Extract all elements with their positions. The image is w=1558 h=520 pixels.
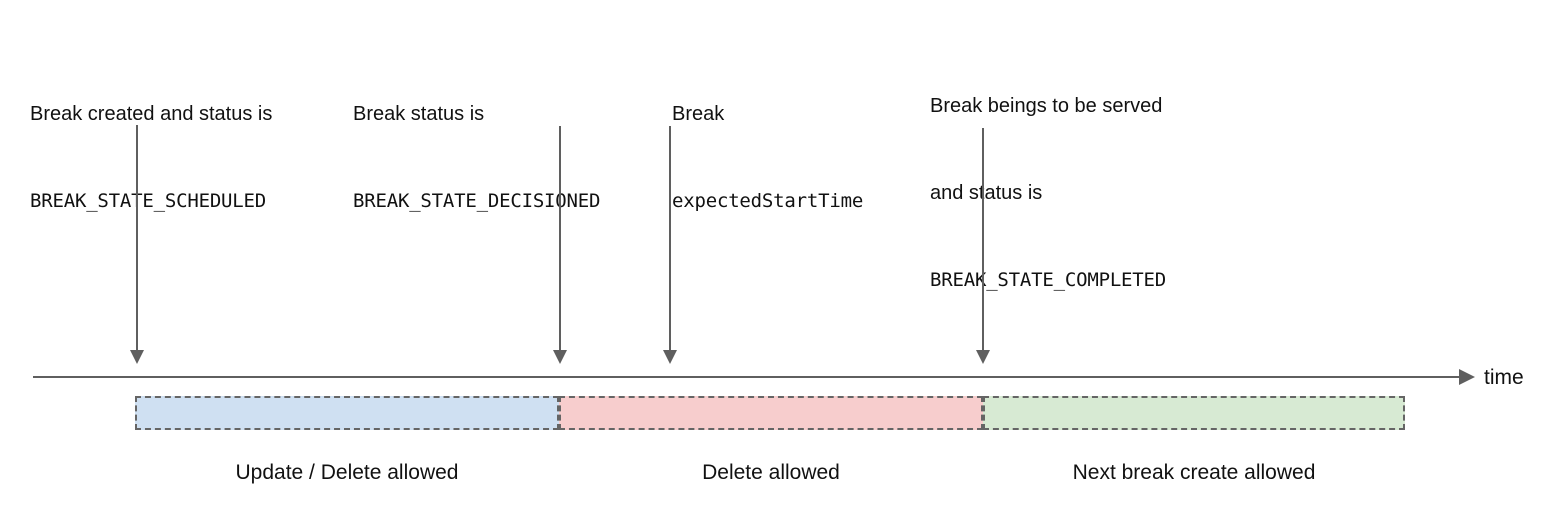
arrow-shaft <box>136 125 138 350</box>
event-annotation-line-2: BREAK_STATE_SCHEDULED <box>30 190 267 212</box>
timeline-arrow-right-icon <box>1459 369 1475 385</box>
event-marker-arrow-break-expected-start <box>663 126 677 364</box>
event-annotation-break-completed: Break beings to be served and status is … <box>930 34 1166 353</box>
event-annotation-break-decisioned: Break status is BREAK_STATE_DECISIONED <box>353 42 600 274</box>
phase-caption-scheduled: Update / Delete allowed <box>235 461 459 484</box>
event-annotation-line-1: Break beings to be served <box>930 95 1163 117</box>
event-annotation-line-2: and status is <box>930 182 1043 204</box>
arrow-shaft <box>982 128 984 350</box>
event-annotation-break-expected-start: Break expectedStartTime <box>672 42 863 274</box>
arrow-head-down-icon <box>976 350 990 364</box>
phase-caption-serving: Next break create allowed <box>1072 461 1316 484</box>
event-marker-arrow-break-completed <box>976 128 990 364</box>
phase-bar-decisioned <box>559 396 983 430</box>
phase-bar-scheduled <box>135 396 559 430</box>
arrow-head-down-icon <box>553 350 567 364</box>
arrow-head-down-icon <box>663 350 677 364</box>
event-annotation-break-created: Break created and status is BREAK_STATE_… <box>30 42 272 274</box>
timeline-axis-label: time <box>1484 366 1524 389</box>
phase-bar-serving <box>983 396 1405 430</box>
arrow-shaft <box>559 126 561 350</box>
phase-caption-decisioned: Delete allowed <box>702 461 840 484</box>
arrow-shaft <box>669 126 671 350</box>
arrow-head-down-icon <box>130 350 144 364</box>
event-annotation-line-1: Break status is <box>353 103 485 125</box>
event-annotation-line-2: BREAK_STATE_DECISIONED <box>353 190 601 212</box>
timeline-axis-line <box>33 376 1465 378</box>
event-annotation-line-3: BREAK_STATE_COMPLETED <box>930 269 1167 291</box>
event-annotation-line-1: Break created and status is <box>30 103 273 125</box>
event-annotation-line-2: expectedStartTime <box>672 190 864 212</box>
event-marker-arrow-break-created <box>130 125 144 364</box>
event-marker-arrow-break-decisioned <box>553 126 567 364</box>
event-annotation-line-1: Break <box>672 103 725 125</box>
